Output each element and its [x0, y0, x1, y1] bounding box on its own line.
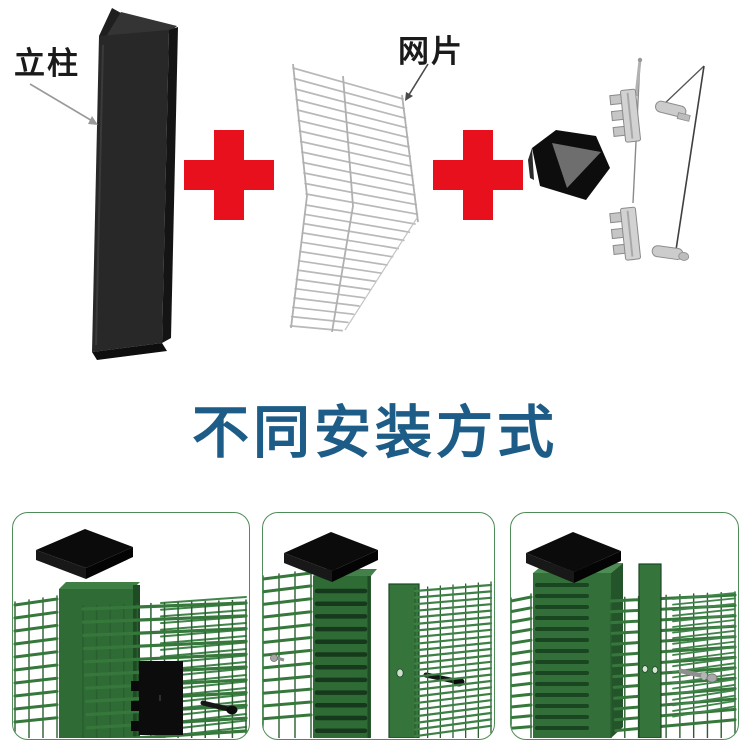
post-label: 立柱 [14, 46, 80, 81]
installation-illustration-1 [13, 529, 248, 738]
bolt-icon [678, 668, 718, 683]
installation-illustration-3 [511, 532, 737, 738]
post-cap-icon [284, 532, 378, 582]
post-cap-icon [36, 529, 133, 579]
installation-panels [0, 512, 750, 740]
installation-panel-2 [262, 512, 495, 740]
mesh-leader-arrow [405, 63, 429, 101]
screw-icon [270, 654, 285, 662]
mesh-slot-texture [535, 583, 589, 730]
installation-panel-3 [510, 512, 739, 740]
post-cap-icon [526, 532, 621, 583]
fence-mesh [511, 593, 533, 738]
plus-bar [214, 130, 244, 220]
fence-mesh [13, 595, 59, 738]
plus-icon [184, 130, 274, 220]
clamp-plate-icon [131, 661, 183, 735]
wire-mesh-illustration [289, 63, 419, 333]
fence-post [533, 563, 623, 738]
post-cap-illustration [528, 130, 610, 200]
fixing-hardware-illustration [608, 57, 705, 263]
plus-bar [463, 130, 493, 220]
bolt-pin-icon [655, 100, 691, 122]
bolt-icon [200, 700, 238, 715]
steel-post-illustration [92, 8, 178, 360]
post-leader-arrow [29, 83, 98, 125]
parts-illustration [29, 8, 705, 360]
mesh-label: 网片 [398, 34, 464, 69]
plus-icon [433, 130, 523, 220]
exploded-parts-section: 立柱 网片 [14, 8, 705, 360]
mesh-slot-texture [314, 588, 368, 733]
fence-mesh [263, 569, 313, 738]
mesh-clamp-icon [608, 87, 642, 145]
bolt-pin-icon [651, 245, 690, 261]
installation-panel-1 [12, 512, 250, 740]
fence-mesh-far [413, 581, 493, 738]
title-section: 不同安装方式 [0, 394, 750, 480]
installation-illustration-2 [263, 532, 493, 738]
flat-bar [638, 563, 662, 738]
fence-mesh-far [672, 592, 736, 718]
flat-bar [388, 583, 420, 738]
mesh-clamp-icon [608, 205, 642, 263]
page-title: 不同安装方式 [192, 402, 558, 465]
